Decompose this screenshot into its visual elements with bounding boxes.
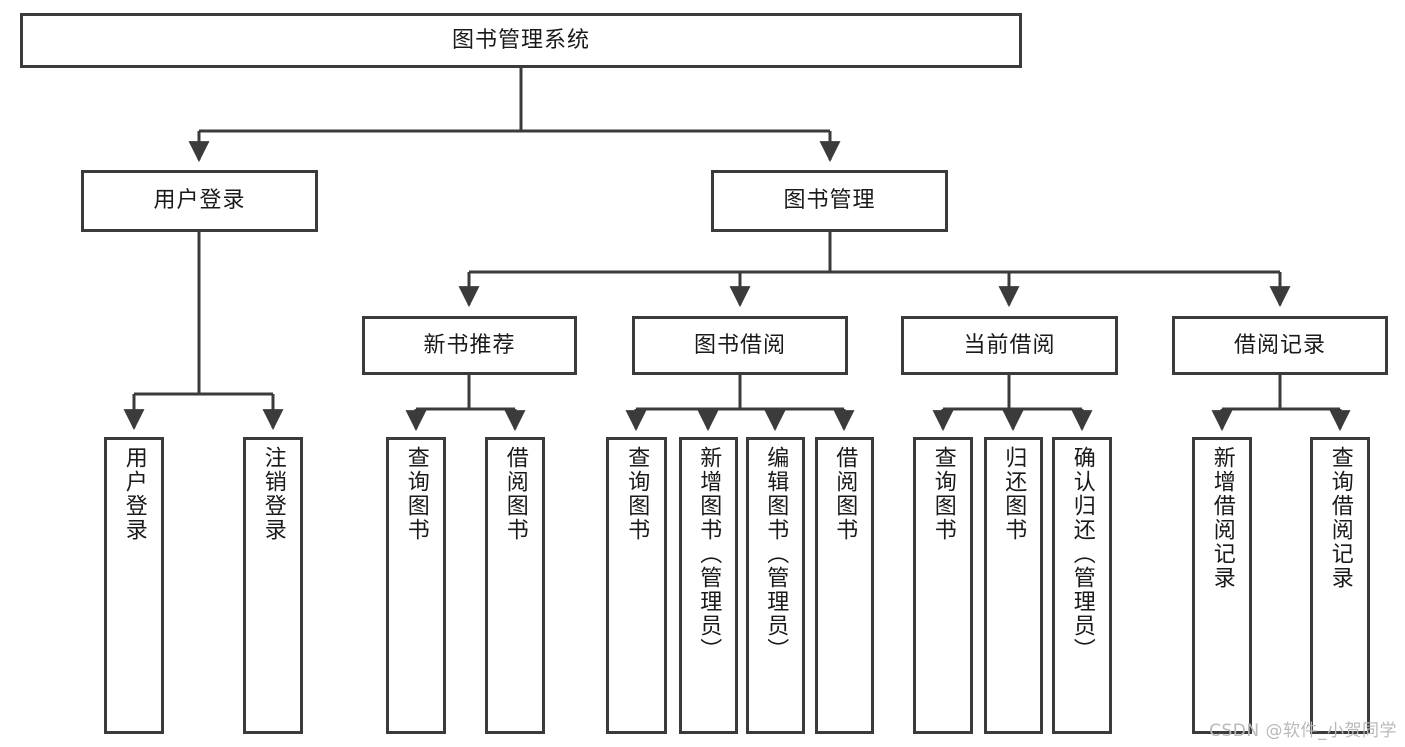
node-leaf-add-borrow-record[interactable]: 新增借阅记录 [1192, 437, 1252, 734]
node-leaf-query-borrow-record[interactable]: 查询借阅记录 [1310, 437, 1370, 734]
node-current-borrow[interactable]: 当前借阅 [901, 316, 1118, 375]
node-leaf-query-book-current-label: 查询图书 [930, 446, 956, 542]
node-leaf-add-borrow-record-label: 新增借阅记录 [1209, 446, 1235, 590]
node-leaf-confirm-return-admin-label: 确认归还（管理员） [1069, 446, 1095, 662]
node-leaf-borrow-book[interactable]: 借阅图书 [815, 437, 874, 734]
node-leaf-user-logout[interactable]: 注销登录 [243, 437, 303, 734]
node-leaf-user-login[interactable]: 用户登录 [104, 437, 164, 734]
node-leaf-query-borrow-record-label: 查询借阅记录 [1327, 446, 1353, 590]
node-book-borrow-label: 图书借阅 [693, 332, 786, 358]
node-leaf-query-book-recommend[interactable]: 查询图书 [386, 437, 446, 734]
node-leaf-user-logout-label: 注销登录 [260, 446, 286, 542]
node-leaf-edit-book-admin-label: 编辑图书（管理员） [763, 446, 789, 662]
node-leaf-confirm-return-admin[interactable]: 确认归还（管理员） [1052, 437, 1112, 734]
node-leaf-user-login-label: 用户登录 [121, 446, 147, 542]
node-leaf-query-book-borrow-label: 查询图书 [624, 446, 650, 542]
node-new-book-recommend-label: 新书推荐 [423, 332, 516, 358]
node-root[interactable]: 图书管理系统 [20, 13, 1022, 68]
node-root-label: 图书管理系统 [451, 27, 590, 53]
node-leaf-borrow-book-label: 借阅图书 [832, 446, 858, 542]
node-user-login-label: 用户登录 [153, 188, 246, 214]
node-borrow-record[interactable]: 借阅记录 [1172, 316, 1388, 375]
node-leaf-edit-book-admin[interactable]: 编辑图书（管理员） [746, 437, 805, 734]
node-leaf-return-book-label: 归还图书 [1001, 446, 1027, 542]
node-leaf-query-book-current[interactable]: 查询图书 [913, 437, 973, 734]
node-leaf-query-book-borrow[interactable]: 查询图书 [606, 437, 667, 734]
node-book-manage-label: 图书管理 [783, 188, 876, 214]
node-book-manage[interactable]: 图书管理 [711, 170, 948, 232]
node-borrow-record-label: 借阅记录 [1233, 332, 1326, 358]
node-leaf-add-book-admin[interactable]: 新增图书（管理员） [679, 437, 738, 734]
node-leaf-borrow-book-recommend[interactable]: 借阅图书 [485, 437, 545, 734]
node-leaf-query-book-recommend-label: 查询图书 [403, 446, 429, 542]
node-leaf-return-book[interactable]: 归还图书 [984, 437, 1043, 734]
node-user-login[interactable]: 用户登录 [81, 170, 318, 232]
node-book-borrow[interactable]: 图书借阅 [632, 316, 848, 375]
node-current-borrow-label: 当前借阅 [963, 332, 1056, 358]
node-new-book-recommend[interactable]: 新书推荐 [362, 316, 577, 375]
node-leaf-borrow-book-recommend-label: 借阅图书 [502, 446, 528, 542]
node-leaf-add-book-admin-label: 新增图书（管理员） [696, 446, 722, 662]
